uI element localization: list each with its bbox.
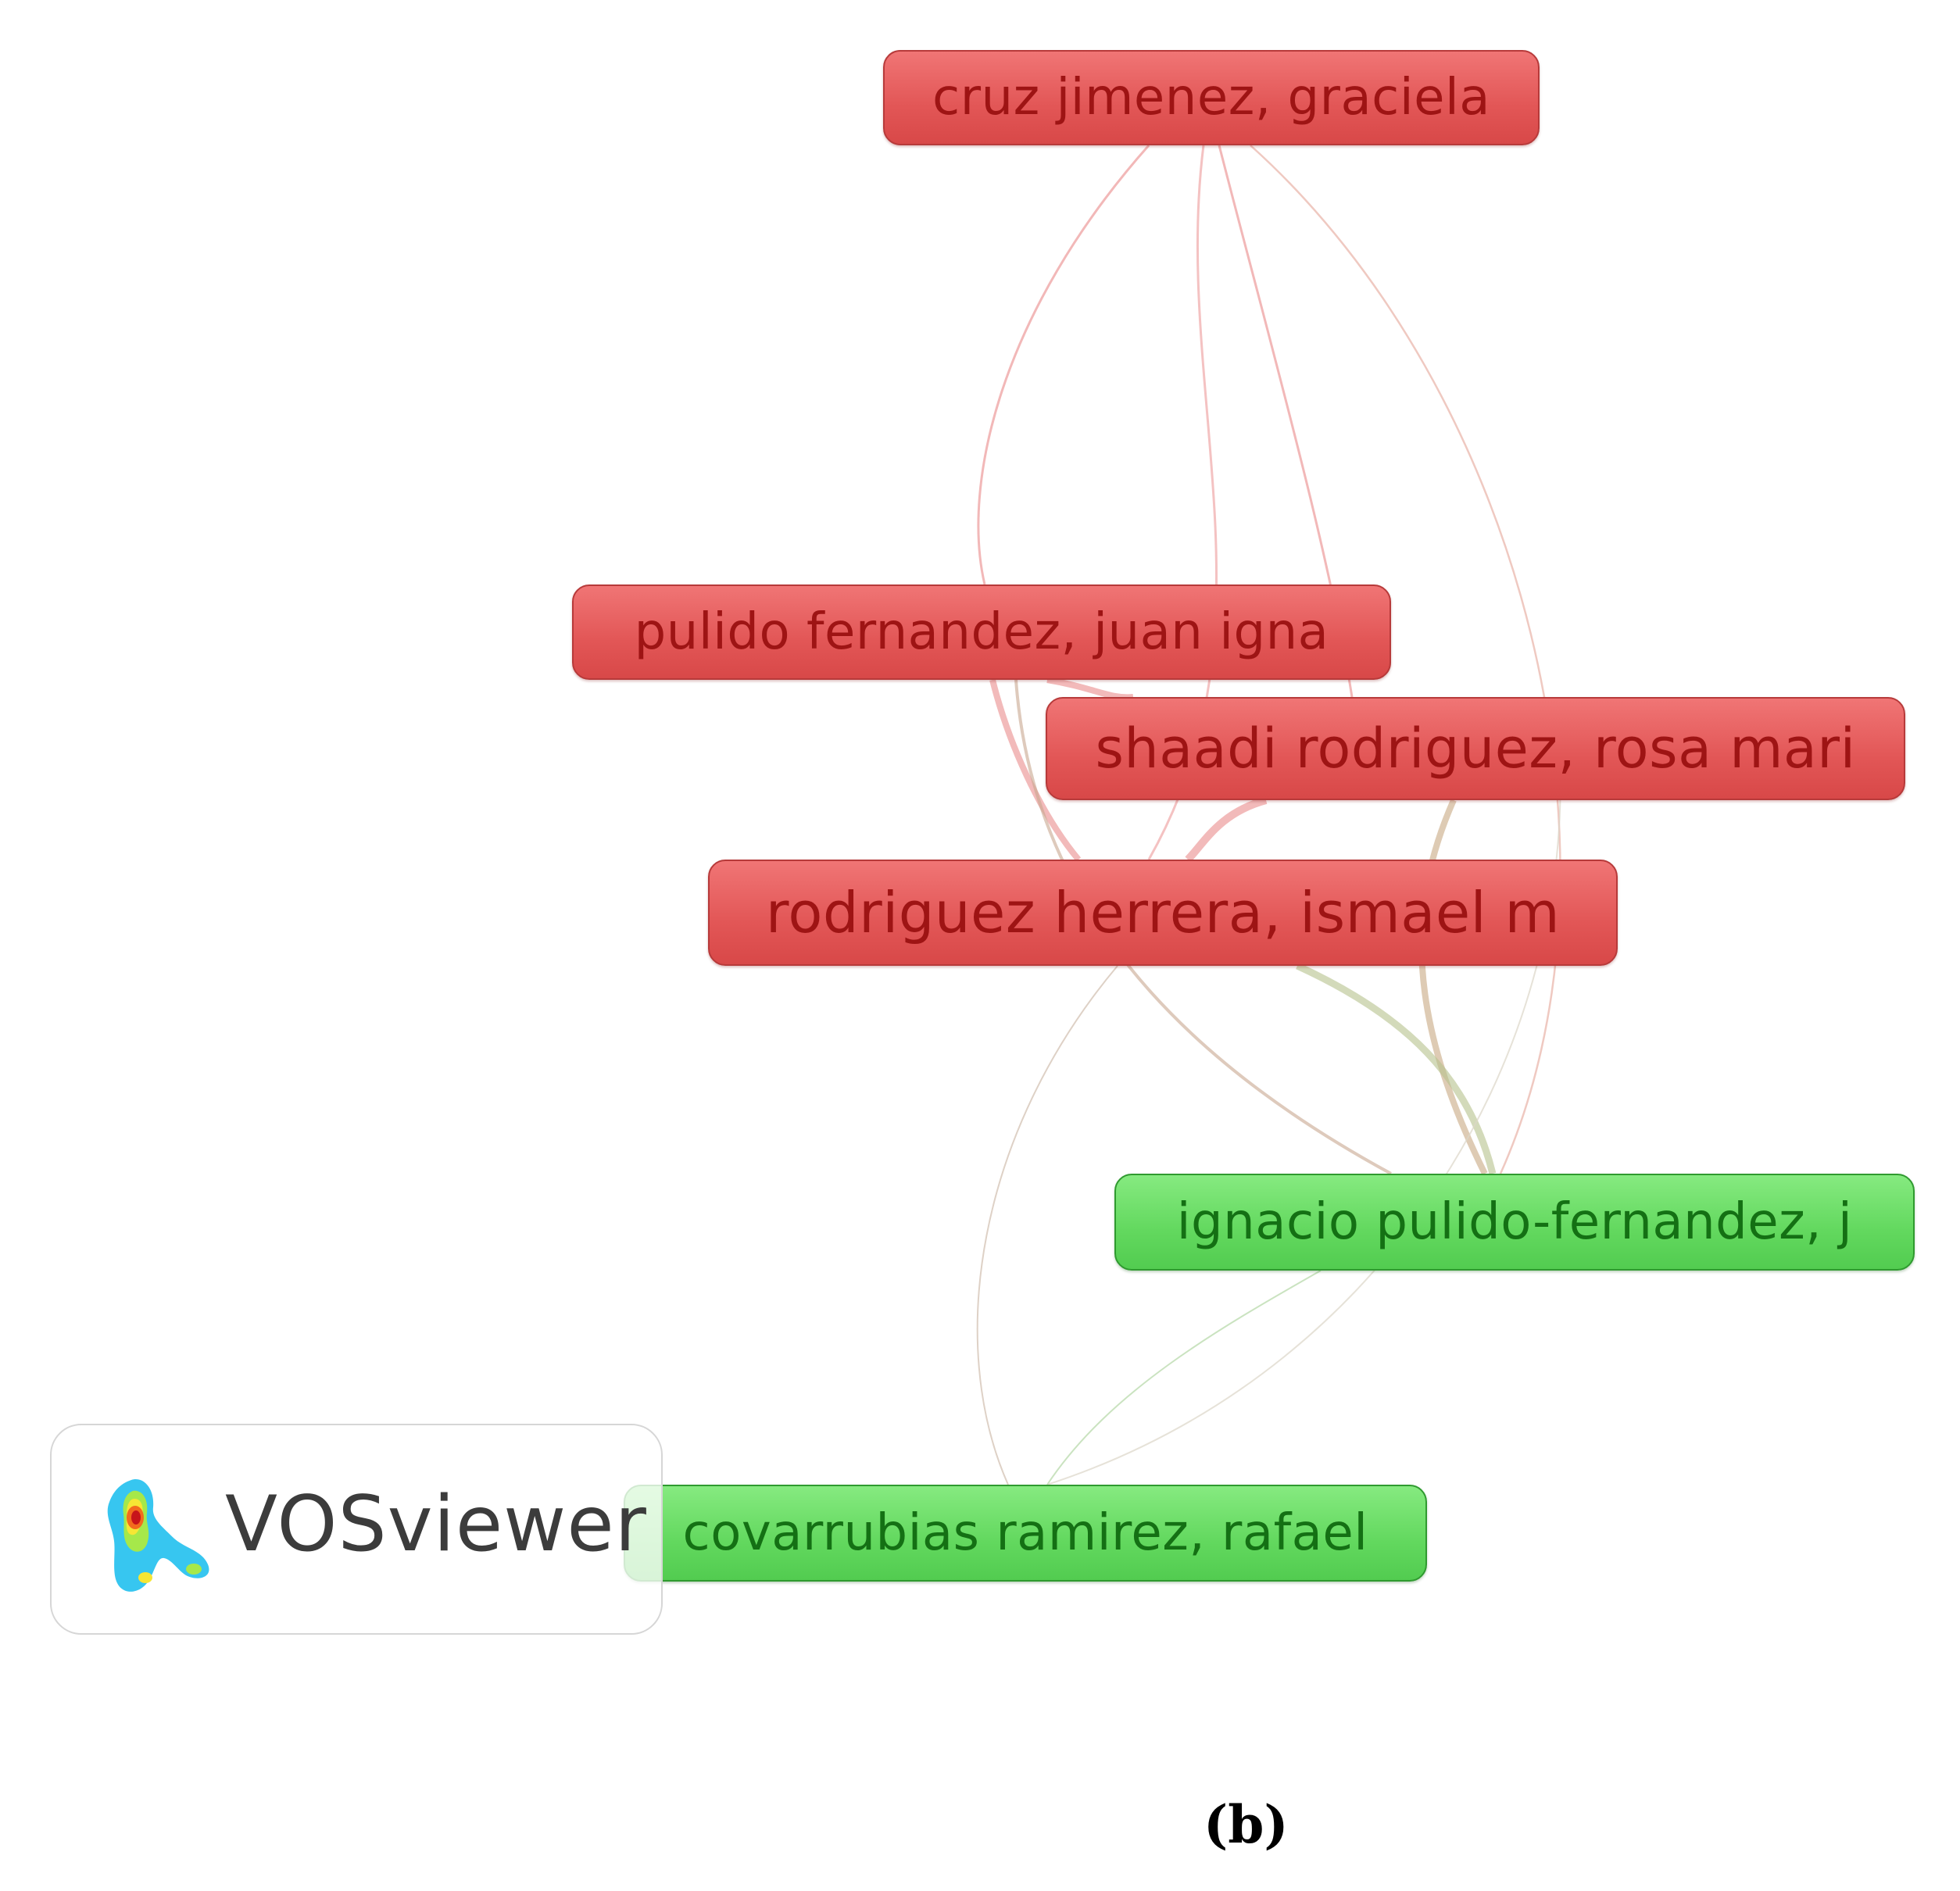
link-cruz-ignacio (1250, 145, 1561, 1174)
node-label: cruz jimenez, graciela (932, 69, 1490, 127)
node-shaadi-rodriguez[interactable]: shaadi rodriguez, rosa mari (1046, 697, 1905, 800)
node-ignacio-pulido-fernandez[interactable]: ignacio pulido-fernandez, j (1114, 1174, 1915, 1271)
link-rodriguez-covarrubias (976, 965, 1118, 1485)
link-ignacio-covarrubias (1046, 1270, 1322, 1485)
vosviewer-logo: VOSviewer (50, 1424, 663, 1635)
vosviewer-logo-text: VOSviewer (225, 1480, 647, 1569)
node-covarrubias-ramirez[interactable]: covarrubias ramirez, rafael (624, 1485, 1427, 1582)
node-label: rodriguez herrera, ismael m (765, 880, 1561, 946)
link-shaadi-rodriguez (1185, 796, 1268, 863)
link-shaadi-ignacio (1418, 799, 1488, 1175)
link-cruz-covarrubias (1046, 702, 1561, 1485)
node-label: shaadi rodriguez, rosa mari (1095, 717, 1856, 781)
link-pulido-rodriguez (989, 679, 1082, 862)
link-rodriguez-ignacio (1296, 962, 1497, 1175)
node-rodriguez-herrera[interactable]: rodriguez herrera, ismael m (708, 860, 1618, 966)
node-pulido-fernandez[interactable]: pulido fernandez, juan igna (572, 584, 1391, 680)
panel-label: (b) (1204, 1794, 1289, 1855)
node-label: covarrubias ramirez, rafael (682, 1504, 1368, 1562)
vosviewer-heatmap-icon (107, 1479, 209, 1592)
node-cruz-jimenez[interactable]: cruz jimenez, graciela (883, 50, 1540, 145)
node-label: pulido fernandez, juan igna (634, 603, 1329, 661)
node-label: ignacio pulido-fernandez, j (1176, 1193, 1853, 1251)
link-pulido-shaadi (1046, 677, 1134, 701)
link-cruz-pulido (977, 145, 1150, 585)
